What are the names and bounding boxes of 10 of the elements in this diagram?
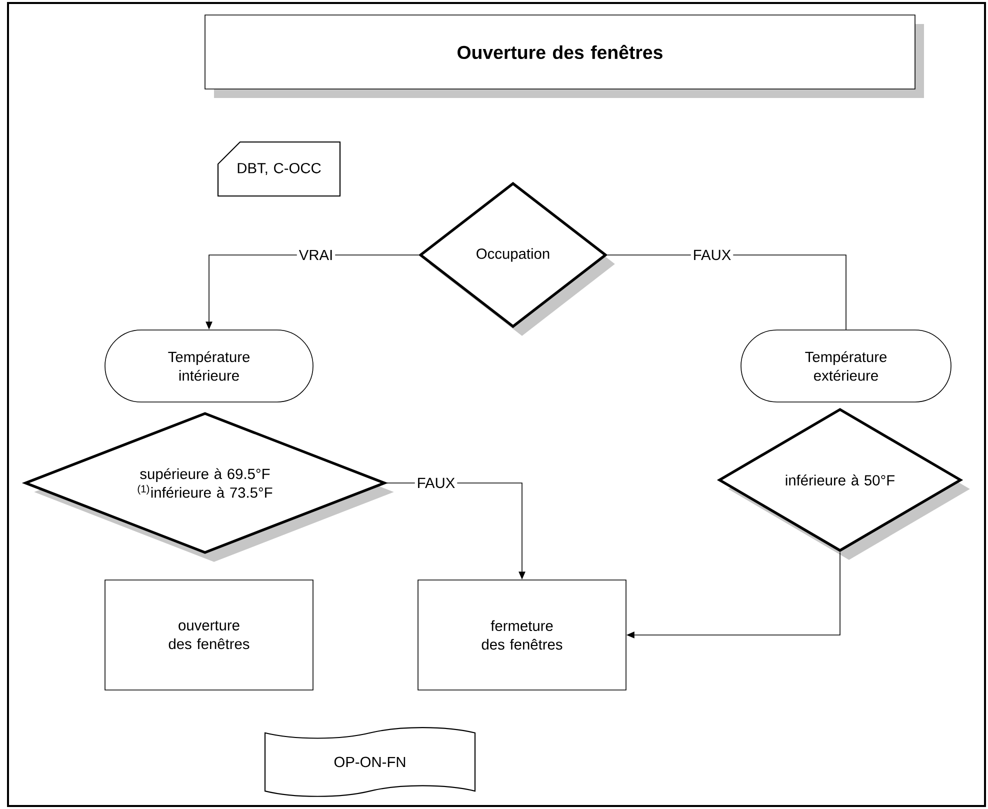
edge-label: FAUX [690, 248, 734, 262]
process-box: ouverture des fenêtres [104, 580, 314, 690]
tape-box: OP-ON-FN [264, 727, 476, 797]
terminal-box: Température intérieure [104, 330, 314, 402]
terminal-box: Température extérieure [740, 330, 952, 402]
data-card: DBT, C-OCC [217, 141, 341, 197]
edge-label: VRAI [296, 248, 336, 262]
process-box: fermeture des fenêtres [418, 580, 626, 690]
title-box: Ouverture des fenêtres [204, 14, 924, 98]
edge-label: FAUX [414, 476, 458, 490]
